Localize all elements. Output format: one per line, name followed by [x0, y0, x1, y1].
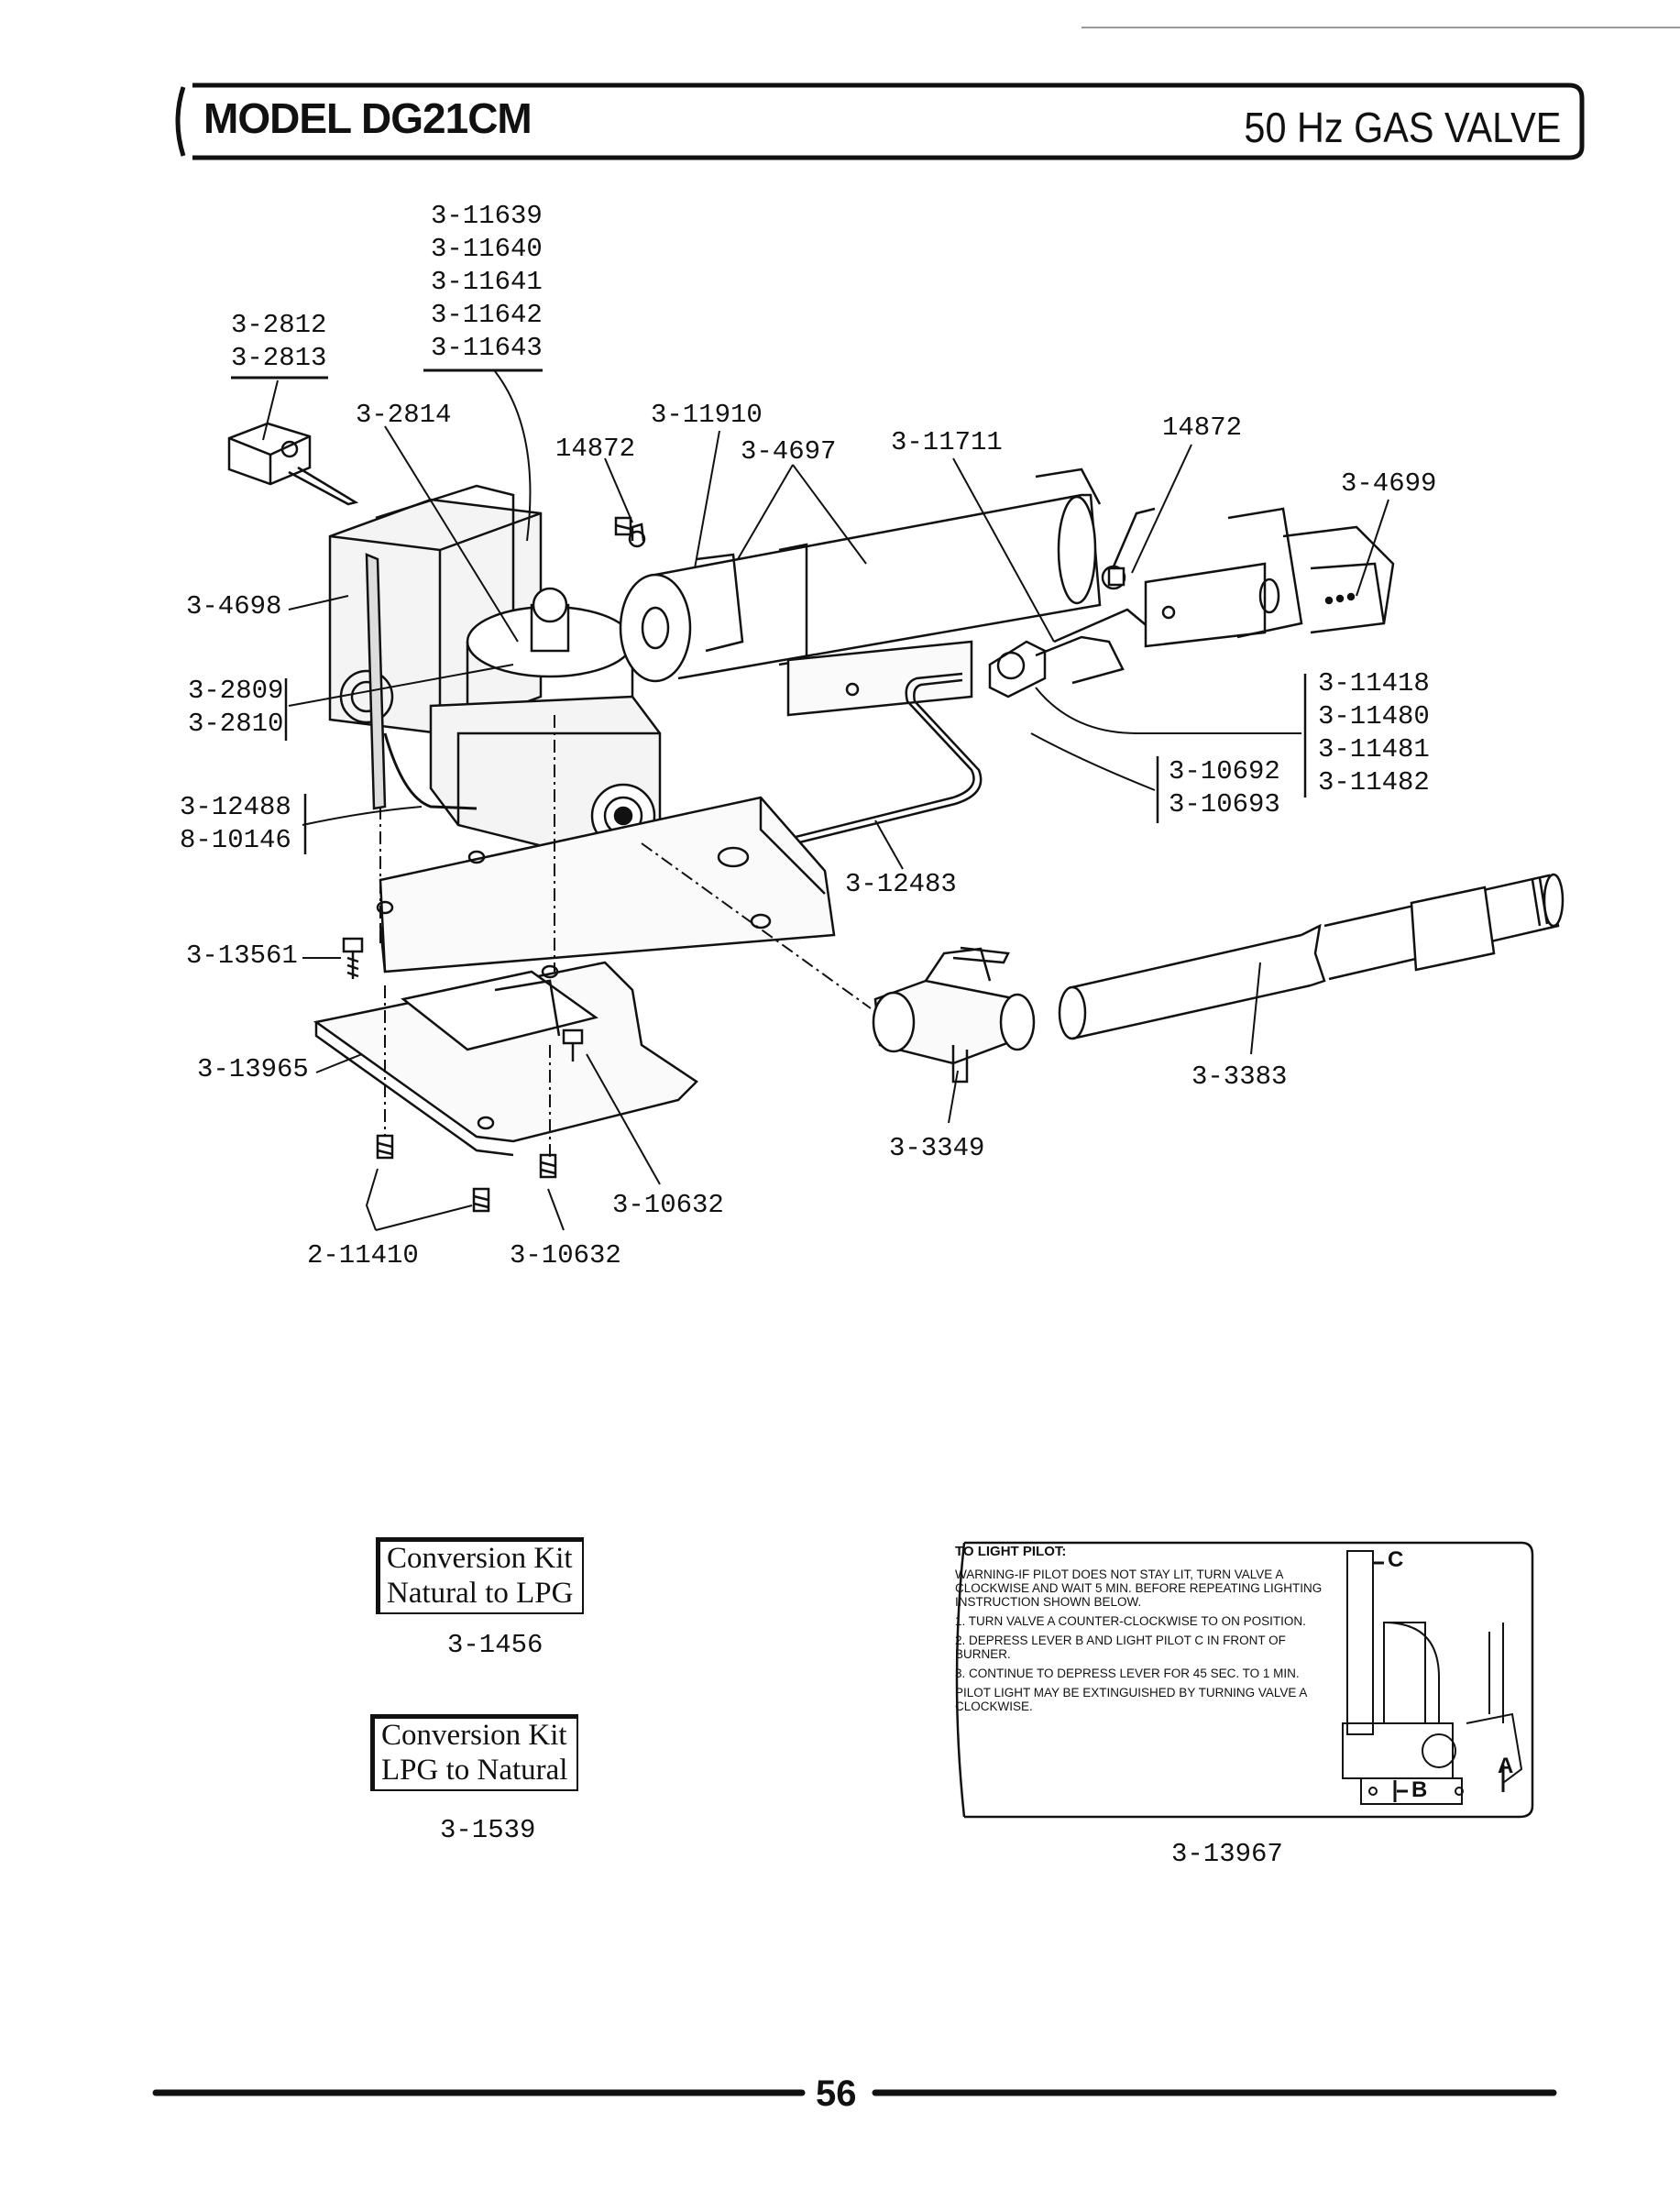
part-label-group-2812: 3-2812 3-2813	[231, 309, 326, 375]
gas-valve-drawing	[227, 422, 662, 854]
part-label: 3-4699	[1341, 468, 1437, 499]
part-label: 3-2813	[231, 343, 327, 373]
part-label: 14872	[555, 434, 636, 464]
part-label: 3-11640	[431, 234, 543, 264]
part-label: 3-2810	[188, 709, 284, 739]
part-label: 3-11639	[431, 201, 543, 231]
mark-c: C	[1388, 1547, 1404, 1572]
part-label-group-10692: 3-10692 3-10693	[1169, 755, 1280, 821]
pilot-instruction-label: TO LIGHT PILOT: WARNING-IF PILOT DOES NO…	[955, 1545, 1327, 1719]
part-label: 3-10632	[612, 1190, 724, 1220]
part-label: 3-4697	[741, 436, 837, 467]
part-label: 3-10693	[1169, 789, 1280, 820]
instruction-note: PILOT LIGHT MAY BE EXTINGUISHED BY TURNI…	[955, 1686, 1307, 1713]
part-label: 8-10146	[180, 825, 291, 855]
instruction-step: 2. DEPRESS LEVER B AND LIGHT PILOT C IN …	[955, 1634, 1286, 1661]
shutoff-valve-drawing	[872, 946, 1036, 1084]
mounting-bracket-drawing	[376, 796, 836, 974]
part-label-group-2809: 3-2809 3-2810	[188, 675, 283, 741]
base-plate-drawing	[313, 961, 698, 1157]
kit-subtitle: Natural to LPG	[387, 1577, 574, 1610]
conversion-kit-box: Conversion Kit Natural to LPG	[376, 1537, 585, 1614]
kit-title: Conversion Kit	[381, 1719, 567, 1752]
part-label: 3-10692	[1169, 756, 1280, 786]
instruction-panel-frame	[955, 1541, 1534, 1819]
part-label: 3-11482	[1318, 767, 1430, 798]
instruction-title: TO LIGHT PILOT:	[955, 1544, 1067, 1559]
part-label: 3-11643	[431, 333, 543, 363]
part-label: 3-2809	[188, 676, 284, 706]
header-frame	[175, 82, 1585, 160]
mark-b: B	[1411, 1777, 1428, 1802]
part-label: 3-11481	[1318, 734, 1430, 764]
mark-a: A	[1498, 1754, 1514, 1778]
part-label: 3-11418	[1318, 668, 1430, 698]
part-label: 3-11910	[651, 400, 763, 430]
part-label: 3-3383	[1191, 1062, 1288, 1092]
instruction-step: 3. CONTINUE TO DEPRESS LEVER FOR 45 SEC.…	[955, 1666, 1300, 1680]
kit-subtitle: LPG to Natural	[381, 1754, 568, 1787]
pilot-shield-drawing	[1144, 507, 1395, 648]
part-label: 3-11480	[1318, 701, 1430, 732]
part-label: 3-2814	[356, 400, 452, 430]
part-label: 3-13561	[186, 940, 298, 971]
part-label: 3-11641	[431, 267, 543, 297]
part-label: 3-11711	[891, 427, 1003, 457]
part-label: 2-11410	[307, 1240, 419, 1270]
conversion-kit-box: Conversion Kit LPG to Natural	[370, 1714, 579, 1791]
instruction-warning: WARNING-IF PILOT DOES NOT STAY LIT, TURN…	[955, 1568, 1323, 1609]
instruction-part-number: 3-13967	[1171, 1839, 1283, 1869]
part-label: 3-13965	[197, 1054, 309, 1084]
part-label-group-11418: 3-11418 3-11480 3-11481 3-11482	[1318, 667, 1430, 799]
part-label: 14872	[1162, 412, 1243, 443]
part-label: 3-4698	[186, 591, 282, 622]
section-title: 50 Hz GAS VALVE	[1244, 104, 1561, 151]
pilot-burner-drawing	[619, 468, 1102, 717]
kit-part-number: 3-1539	[440, 1815, 536, 1845]
pilot-tubing-drawing	[787, 672, 983, 847]
part-label: 3-3349	[889, 1133, 985, 1163]
screws-drawing	[342, 516, 1125, 1213]
model-title: MODEL DG21CM	[203, 94, 533, 142]
kit-part-number: 3-1456	[447, 1630, 544, 1660]
part-label: 3-12483	[845, 869, 957, 899]
part-label-group-12488: 3-12488 8-10146	[180, 791, 291, 857]
part-label: 3-2812	[231, 310, 327, 340]
part-label: 3-12488	[180, 792, 291, 822]
part-label: 3-11642	[431, 300, 543, 330]
pilot-mini-diagram	[1342, 1550, 1523, 1805]
instruction-step: 1. TURN VALVE A COUNTER-CLOCKWISE TO ON …	[955, 1614, 1306, 1628]
gas-pipe-nipple-drawing	[1058, 873, 1565, 1040]
page-number: 56	[816, 2074, 857, 2114]
kit-title: Conversion Kit	[387, 1542, 573, 1575]
part-label: 3-10632	[510, 1240, 621, 1270]
part-label-group-11639: 3-11639 3-11640 3-11641 3-11642 3-11643	[431, 200, 543, 365]
